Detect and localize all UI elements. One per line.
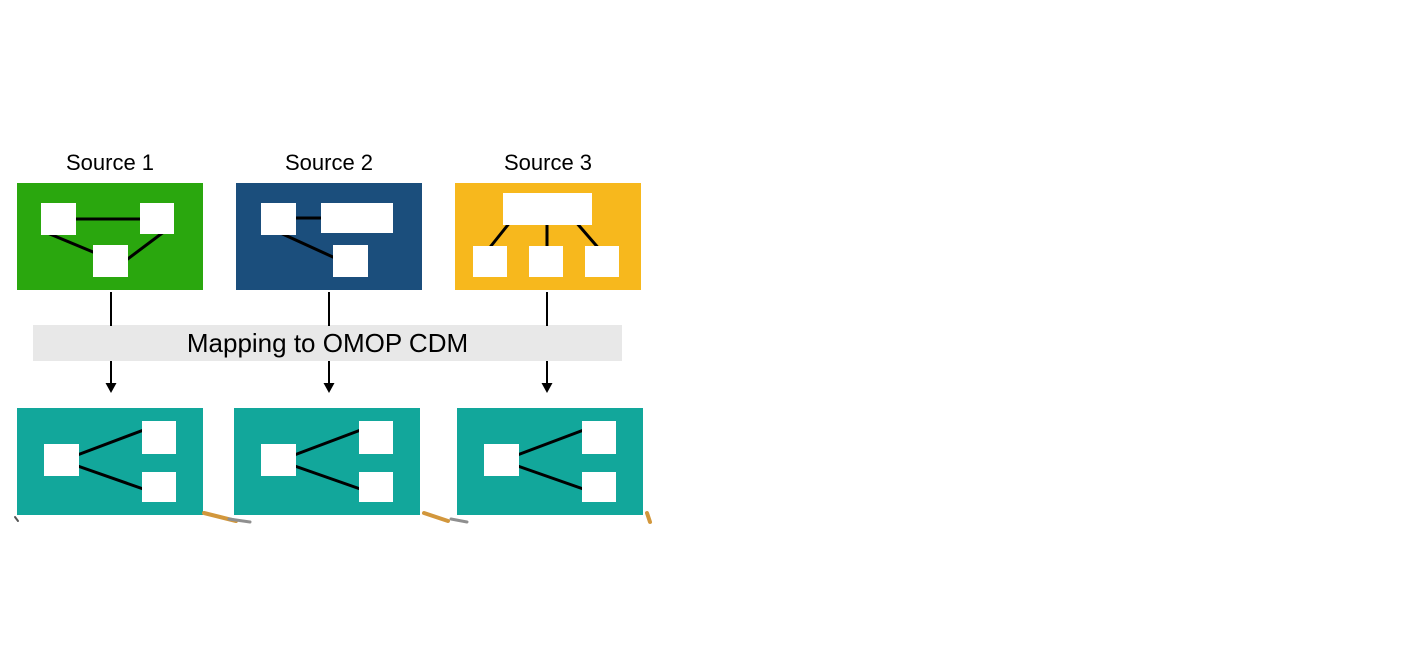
table-node [142, 472, 176, 502]
source-2-label: Source 2 [284, 150, 374, 175]
cdm-box-3 [457, 408, 643, 515]
arrowhead-down-icon [105, 383, 117, 393]
table-node [140, 203, 174, 234]
table-node [261, 203, 296, 235]
source-2-schema-graphic [261, 203, 393, 277]
table-node [585, 246, 619, 277]
relation-line [511, 462, 590, 493]
table-node [359, 472, 393, 502]
table-node [333, 245, 368, 277]
table-node [359, 421, 393, 454]
relation-line [71, 462, 150, 493]
source-3-label: Source 3 [503, 150, 593, 175]
source-2-box [236, 183, 422, 290]
source-3-box [455, 183, 641, 290]
cropped-orange-arrow-fragment [202, 511, 238, 523]
arrowhead-down-icon [323, 383, 335, 393]
relation-line [511, 426, 590, 459]
table-node [582, 421, 616, 454]
table-node [142, 421, 176, 454]
cropped-gray-fragment [227, 517, 252, 524]
cdm-box-2 [234, 408, 420, 515]
relation-line [288, 462, 367, 493]
table-node [529, 246, 563, 277]
cdm-schema-graphic [261, 421, 393, 502]
source-1-box [17, 183, 203, 290]
source-3-schema-graphic [473, 193, 619, 277]
cropped-dark-fragment [14, 516, 19, 522]
table-node-wide [321, 203, 393, 233]
cropped-orange-arrow-fragment [645, 511, 652, 524]
cropped-gray-fragment [449, 517, 469, 524]
table-node [44, 444, 79, 476]
cropped-orange-arrow-fragment [422, 511, 450, 523]
cdm-box-1 [17, 408, 203, 515]
table-node-wide [503, 193, 592, 225]
table-node [582, 472, 616, 502]
cdm-schema-graphic [484, 421, 616, 502]
arrowhead-down-icon [541, 383, 553, 393]
relation-line [288, 426, 367, 459]
source-1-schema-graphic [41, 203, 174, 277]
table-node [93, 245, 128, 277]
table-node [473, 246, 507, 277]
table-node [261, 444, 296, 476]
source-1-label: Source 1 [65, 150, 155, 175]
mapping-banner: Mapping to OMOP CDM [33, 325, 622, 361]
relation-line [71, 426, 150, 459]
table-node [41, 203, 76, 235]
cdm-schema-graphic [44, 421, 176, 502]
table-node [484, 444, 519, 476]
